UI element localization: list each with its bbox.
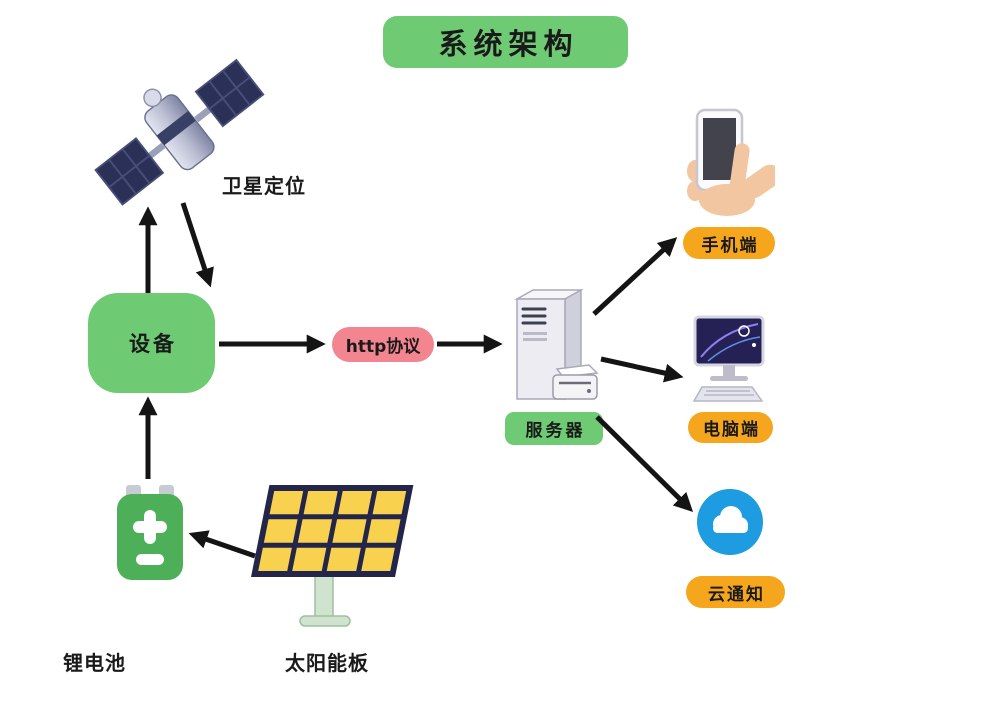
arrow-solar-to-battery bbox=[188, 530, 256, 559]
diagram-title: 系统架构 bbox=[383, 16, 628, 68]
mobile-label-pill: 手机端 bbox=[683, 227, 775, 259]
battery-icon bbox=[117, 485, 183, 580]
http-protocol-pill: http协议 bbox=[332, 327, 434, 362]
satellite-label: 卫星定位 bbox=[222, 174, 306, 198]
desktop-computer-icon bbox=[692, 315, 765, 402]
solar-panel-icon bbox=[251, 485, 414, 627]
device-node: 设备 bbox=[88, 293, 215, 393]
cloud-notification-icon bbox=[697, 489, 763, 555]
server-tower-icon bbox=[514, 288, 599, 401]
cloud-label-pill: 云通知 bbox=[686, 576, 785, 608]
arrow-satellite-to-device bbox=[180, 202, 214, 288]
solar-label: 太阳能板 bbox=[285, 651, 369, 675]
arrow-server-to-mobile bbox=[592, 237, 678, 316]
satellite-icon bbox=[94, 58, 265, 206]
phone-in-hand-icon bbox=[687, 108, 775, 216]
arrow-server-to-pc bbox=[600, 356, 684, 383]
battery-label: 锂电池 bbox=[63, 651, 126, 675]
arrow-server-to-cloud bbox=[595, 415, 694, 513]
pc-label-pill: 电脑端 bbox=[688, 412, 773, 443]
server-label-pill: 服务器 bbox=[505, 412, 603, 445]
